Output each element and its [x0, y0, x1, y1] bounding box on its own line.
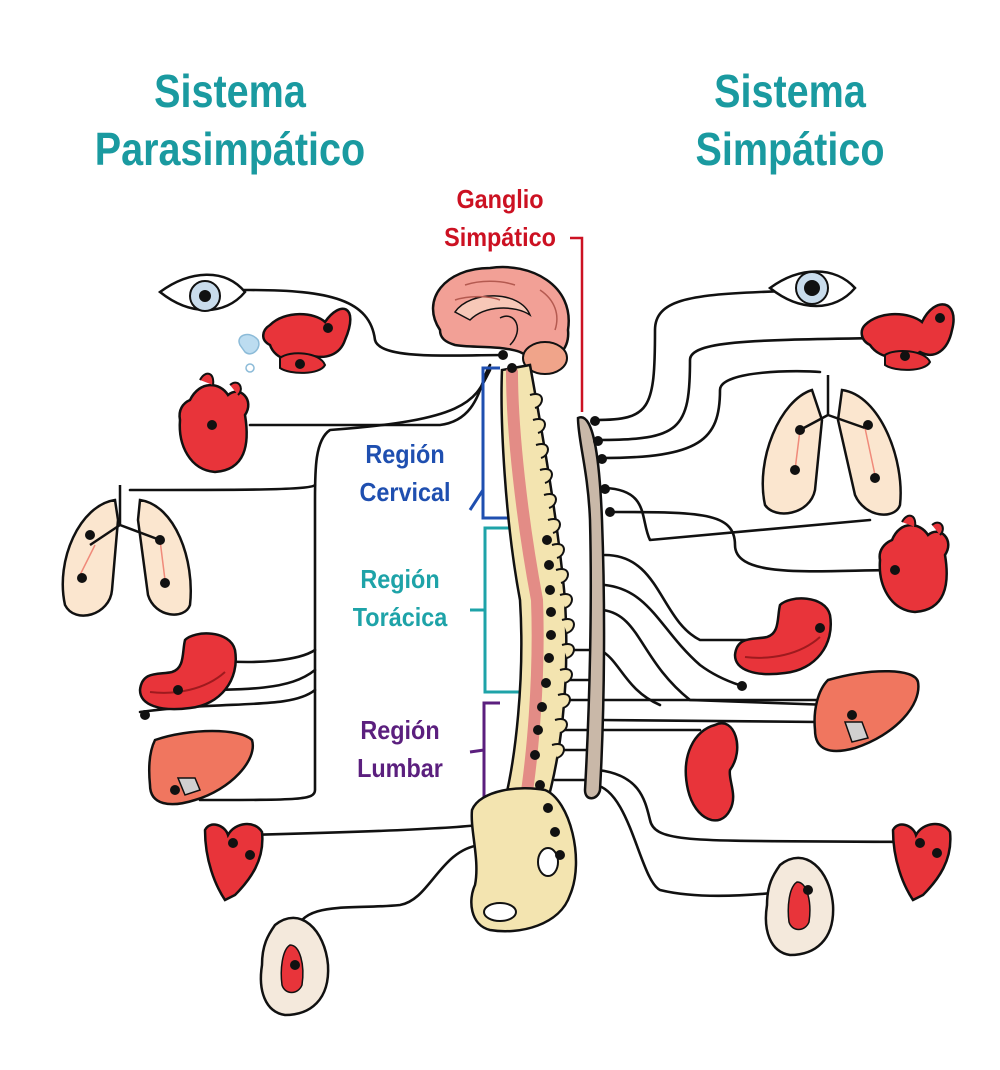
parasympathetic-nerves	[128, 288, 507, 967]
sympathetic-nerves	[553, 288, 912, 898]
symp-nerve-kidney	[598, 718, 822, 724]
symp-nerve-bladder	[596, 768, 912, 844]
ganglion-pointer	[570, 236, 584, 412]
symp-nerve-lungs	[600, 369, 822, 460]
symp-lacrimal-gland-icon	[860, 303, 955, 371]
symp-nerve-heart	[608, 510, 902, 573]
symp-liver-icon	[813, 670, 920, 753]
thoracic-label-line1: Región	[360, 564, 440, 594]
symp-nerve-lungs-2	[603, 486, 872, 542]
para-bladder-icon	[203, 822, 264, 902]
parasympathetic-title-line1: Sistema	[154, 65, 306, 117]
nerve-heart	[248, 363, 492, 427]
parasympathetic-title-line2: Parasimpático	[94, 123, 366, 175]
nerve-lungs	[128, 483, 317, 492]
symp-nerve-liver	[601, 608, 832, 707]
para-liver-icon	[147, 729, 255, 806]
symp-nerve-eye	[593, 288, 812, 422]
symp-lungs-icon	[761, 375, 902, 516]
region-brackets	[468, 236, 584, 810]
para-stomach-icon	[138, 632, 238, 720]
ganglion-label: Ganglio Simpático	[419, 180, 581, 256]
lumbar-label-line1: Región	[360, 715, 440, 745]
para-heart-icon	[178, 372, 250, 474]
lumbar-bracket	[482, 701, 500, 810]
nerve-vagus-trunk	[198, 368, 492, 802]
symp-heart-icon	[878, 514, 950, 614]
symp-nerve-uterus	[593, 783, 802, 898]
thoracic-region-label: Región Torácica	[324, 560, 477, 636]
sympathetic-ganglion-chain	[576, 416, 615, 800]
symp-uterus-icon	[764, 856, 835, 957]
spine-icon	[470, 363, 578, 933]
parasympathetic-title: Sistema Parasimpático	[67, 62, 394, 178]
symp-nerve-lacrimal	[596, 336, 882, 442]
ganglion-label-line2: Simpático	[444, 222, 556, 252]
symp-stomach-icon	[733, 597, 833, 691]
lumbar-region-label: Región Lumbar	[324, 711, 477, 787]
sympathetic-title: Sistema Simpático	[644, 62, 936, 178]
symp-nerve-stomach-2	[603, 583, 744, 688]
symp-spinal-roots	[553, 648, 822, 782]
symp-kidney-icon	[684, 722, 739, 822]
ganglion-label-line1: Ganglio	[456, 184, 544, 214]
spinal-neurons	[498, 350, 565, 860]
symp-bladder-icon	[891, 822, 952, 902]
cervical-bracket	[481, 366, 500, 520]
cervical-region-label: Región Cervical	[329, 435, 482, 511]
symp-eye-icon	[767, 270, 857, 308]
brain-icon	[431, 265, 570, 375]
lumbar-label-line2: Lumbar	[357, 753, 443, 783]
cervical-label-line1: Región	[365, 439, 445, 469]
thoracic-label-line2: Torácica	[352, 602, 448, 632]
nerve-uterus	[293, 843, 482, 967]
nerve-eye	[233, 288, 507, 357]
nerve-bladder	[243, 823, 482, 837]
para-uterus-icon	[259, 916, 330, 1017]
para-lungs-icon	[61, 485, 192, 617]
cervical-label-line2: Cervical	[359, 477, 451, 507]
symp-nerve-stomach-1	[603, 553, 802, 642]
para-lacrimal-gland-icon	[238, 307, 352, 374]
sympathetic-title-line1: Sistema	[714, 65, 866, 117]
para-eye-icon	[157, 273, 247, 312]
sympathetic-title-line2: Simpático	[695, 123, 885, 175]
